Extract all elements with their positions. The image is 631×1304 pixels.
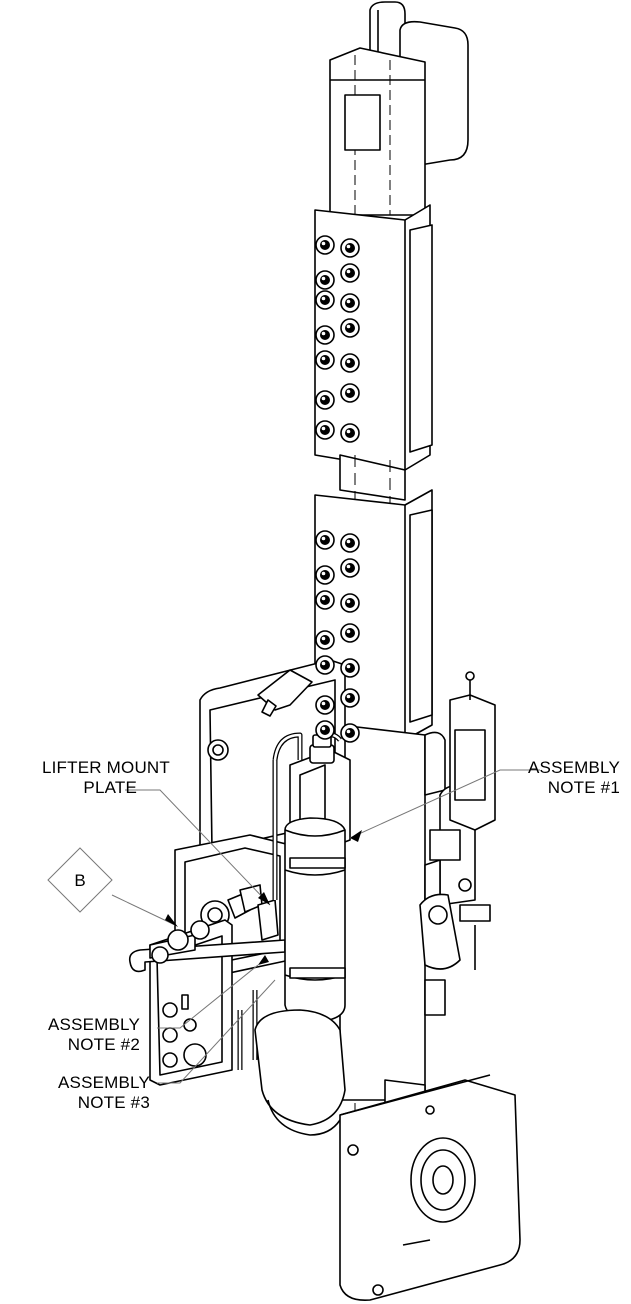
bolt-socket (345, 298, 355, 308)
bolt-highlight (346, 539, 351, 544)
drive-motor (254, 1009, 346, 1136)
bolt-highlight (346, 564, 351, 569)
bolt-socket (345, 563, 355, 573)
bolt-socket (320, 425, 330, 435)
assembly-note-1-label: ASSEMBLY NOTE #1 (480, 758, 620, 798)
bolt-socket (320, 660, 330, 670)
bolt-highlight (346, 694, 351, 699)
bolt-socket (320, 330, 330, 340)
bolt-socket (345, 663, 355, 673)
bolt-socket (320, 240, 330, 250)
bolt-socket (320, 700, 330, 710)
end-effector-plate (339, 1074, 521, 1302)
bolt-socket (345, 323, 355, 333)
assembly-note-2-label: ASSEMBLY NOTE #2 (10, 1015, 140, 1055)
bolt-highlight (346, 299, 351, 304)
bolt-highlight (321, 426, 326, 431)
lifter-mount-plate-line2: PLATE (83, 778, 137, 797)
bolt-highlight (346, 429, 351, 434)
bolt-socket (345, 693, 355, 703)
bolt-socket (320, 725, 330, 735)
bolt-highlight (346, 324, 351, 329)
bolt-highlight (321, 396, 326, 401)
bolt-highlight (321, 636, 326, 641)
vacuum-cylinder (284, 817, 346, 1023)
bolt-highlight (321, 701, 326, 706)
leader-arrowheads (165, 830, 362, 965)
bolt-socket (345, 243, 355, 253)
bolt-socket (320, 635, 330, 645)
assembly-note-1-line2: NOTE #1 (547, 778, 620, 797)
bolt-highlight (346, 729, 351, 734)
bolt-highlight (321, 726, 326, 731)
bolt-socket (320, 570, 330, 580)
assembly-note-2-line1: ASSEMBLY (48, 1015, 140, 1034)
hose-fittings (151, 884, 279, 964)
leader-lines (111, 769, 540, 1084)
junction-box (149, 919, 233, 1086)
bolt-socket (345, 728, 355, 738)
bolt-highlight (321, 276, 326, 281)
bolt-socket (345, 388, 355, 398)
lifter-mount-plate-line1: LIFTER MOUNT (41, 758, 170, 777)
bolt-highlight (321, 241, 326, 246)
pneumatic-tubing (237, 732, 342, 1070)
bolt-highlight (346, 389, 351, 394)
bolt-highlight (346, 269, 351, 274)
bolt-highlight (321, 356, 326, 361)
bolt-highlight (346, 599, 351, 604)
assembly-note-3-line2: NOTE #3 (77, 1093, 150, 1112)
assembly-note-2-line2: NOTE #2 (67, 1035, 140, 1054)
bolt-socket (345, 358, 355, 368)
bolt-socket (345, 268, 355, 278)
bolt-highlight (346, 629, 351, 634)
bolt-socket (320, 395, 330, 405)
regulator-assembly (419, 671, 496, 1016)
bolt-socket (320, 535, 330, 545)
bolt-highlight (321, 596, 326, 601)
bolt-socket (320, 295, 330, 305)
bolt-socket (345, 538, 355, 548)
bolt-socket (345, 598, 355, 608)
detail-b-marker: B (47, 847, 113, 913)
bolt-socket (320, 275, 330, 285)
lifter-mount-plate-label: LIFTER MOUNT PLATE (10, 758, 170, 798)
detail-b-label: B (74, 871, 85, 890)
bolt-highlight (346, 359, 351, 364)
bolt-highlight (321, 331, 326, 336)
bolt-highlight (346, 664, 351, 669)
assembly-note-3-label: ASSEMBLY NOTE #3 (15, 1073, 150, 1113)
bolt-socket (345, 628, 355, 638)
bolt-socket (320, 355, 330, 365)
bolt-socket (320, 595, 330, 605)
bolt-highlight (346, 244, 351, 249)
upper-mast (329, 47, 426, 216)
bolt-highlight (321, 296, 326, 301)
assembly-note-3-line1: ASSEMBLY (58, 1073, 150, 1092)
assembly-note-1-line1: ASSEMBLY (528, 758, 620, 777)
bolt-highlight (321, 571, 326, 576)
bolt-highlight (321, 661, 326, 666)
bolt-highlight (321, 536, 326, 541)
bolt-pattern (315, 235, 360, 743)
bolt-socket (345, 428, 355, 438)
